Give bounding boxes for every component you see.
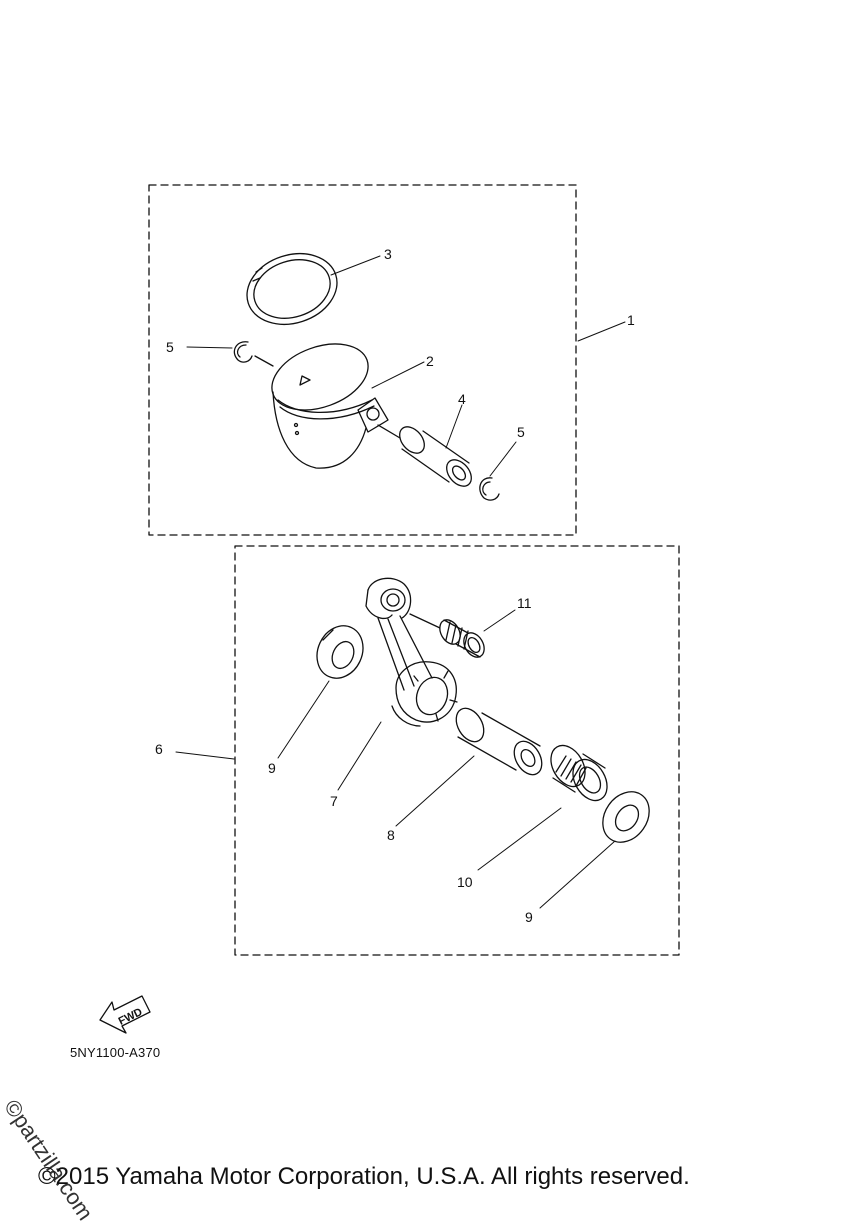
fwd-arrow-icon xyxy=(99,995,151,1034)
small-end-bearing xyxy=(409,613,485,658)
crank-kit-box xyxy=(234,545,680,956)
callout-8: 8 xyxy=(387,827,395,843)
crank-washer-left xyxy=(316,625,364,679)
callout-9-right: 9 xyxy=(525,909,533,925)
callout-11: 11 xyxy=(517,595,532,611)
fwd-label: FWD xyxy=(117,1006,145,1028)
piston-pin-clip-left xyxy=(233,341,253,363)
piston-pin-clip-right xyxy=(479,477,500,501)
connecting-rod xyxy=(365,577,458,727)
crank-washer-right xyxy=(602,791,650,843)
callout-5-lower: 5 xyxy=(517,424,525,440)
piston-kit-box xyxy=(148,184,577,536)
piston-pin xyxy=(377,424,472,487)
callout-5-upper: 5 xyxy=(166,339,174,355)
callout-6: 6 xyxy=(155,741,163,757)
callout-2: 2 xyxy=(426,353,434,369)
copyright-notice: ©2015 Yamaha Motor Corporation, U.S.A. A… xyxy=(38,1163,690,1190)
parts-diagram: FWD 1 2 3 4 5 5 6 7 8 9 9 10 11 xyxy=(99,184,680,1034)
callout-7: 7 xyxy=(330,793,338,809)
callout-1: 1 xyxy=(627,312,635,328)
callout-10: 10 xyxy=(457,874,473,890)
big-end-bearing xyxy=(550,744,608,802)
callout-3: 3 xyxy=(384,246,392,262)
diagram-reference-code: 5NY1100-A370 xyxy=(70,1045,161,1060)
piston xyxy=(254,343,389,469)
leader-lines xyxy=(175,255,626,909)
piston-ring xyxy=(246,253,338,325)
callout-9-left: 9 xyxy=(268,760,276,776)
callout-4: 4 xyxy=(458,391,466,407)
crank-pin xyxy=(455,707,543,776)
